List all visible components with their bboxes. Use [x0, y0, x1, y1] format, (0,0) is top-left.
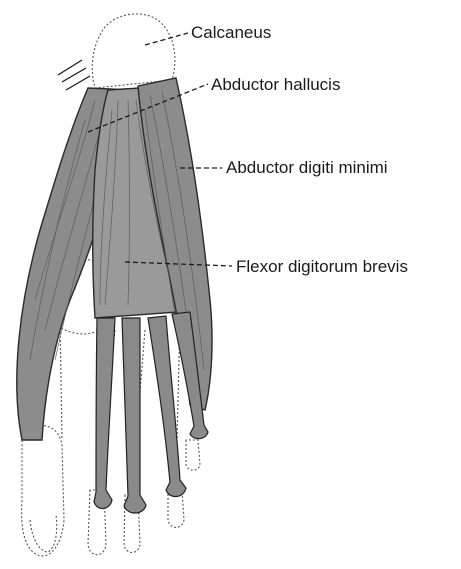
tendon-third-toe: [122, 318, 146, 513]
labels: Calcaneus Abductor hallucis Abductor dig…: [191, 23, 408, 276]
heel-marks: [58, 60, 90, 90]
label-abductor-digiti-minimi: Abductor digiti minimi: [226, 158, 388, 177]
tendon-second-toe: [94, 318, 115, 509]
label-flexor-digitorum-brevis: Flexor digitorum brevis: [236, 257, 408, 276]
label-calcaneus: Calcaneus: [191, 23, 271, 42]
calcaneus-bone: [92, 14, 175, 88]
label-abductor-hallucis: Abductor hallucis: [211, 75, 340, 94]
fifth-toe-bones: [186, 440, 200, 470]
flexor-tendons: [94, 312, 208, 513]
